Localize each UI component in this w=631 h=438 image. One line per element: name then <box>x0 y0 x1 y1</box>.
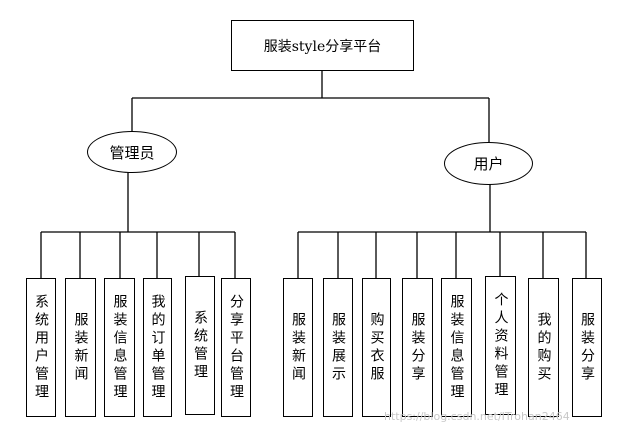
leaf-label: 服装信息管理 <box>448 293 465 402</box>
leaf-label: 分享平台管理 <box>228 293 244 402</box>
leaf-node: 服装分享 <box>572 278 602 417</box>
leaf-label: 服装分享 <box>409 311 426 384</box>
leaf-node: 服装信息管理 <box>441 278 472 417</box>
leaf-node: 服装展示 <box>323 278 353 417</box>
watermark: https://blog.csdn.net/ITrohan2464 <box>384 410 570 423</box>
leaf-node: 我的购买 <box>528 278 559 417</box>
leaf-node: 分享平台管理 <box>221 278 251 417</box>
leaf-label: 服装分享 <box>579 311 595 384</box>
root-label: 服装style分享平台 <box>263 38 382 55</box>
leaf-node: 系统用户管理 <box>26 278 56 417</box>
leaf-label: 系统管理 <box>192 309 208 382</box>
leaf-label: 服装信息管理 <box>111 293 128 402</box>
leaf-node: 个人资料管理 <box>485 276 516 415</box>
leaf-node: 服装新闻 <box>283 278 313 417</box>
leaf-node: 服装新闻 <box>65 278 96 417</box>
group-label-user: 用户 <box>473 155 504 173</box>
leaf-label: 我的购买 <box>535 311 552 384</box>
leaf-node: 我的订单管理 <box>143 278 172 417</box>
group-node-admin: 管理员 <box>87 131 177 173</box>
leaf-label: 服装新闻 <box>290 311 306 384</box>
leaf-label: 我的订单管理 <box>149 293 166 402</box>
leaf-label: 服装新闻 <box>72 311 89 384</box>
leaf-node: 服装信息管理 <box>104 278 135 417</box>
leaf-label: 服装展示 <box>330 311 346 384</box>
leaf-label: 系统用户管理 <box>33 293 49 402</box>
leaf-node: 系统管理 <box>185 276 215 415</box>
leaf-node: 服装分享 <box>402 278 433 417</box>
leaf-node: 购买衣服 <box>362 278 391 417</box>
group-node-user: 用户 <box>444 142 533 185</box>
group-label-admin: 管理员 <box>109 143 155 162</box>
leaf-label: 个人资料管理 <box>492 291 509 400</box>
root-node: 服装style分享平台 <box>231 20 414 71</box>
leaf-label: 购买衣服 <box>368 311 385 384</box>
